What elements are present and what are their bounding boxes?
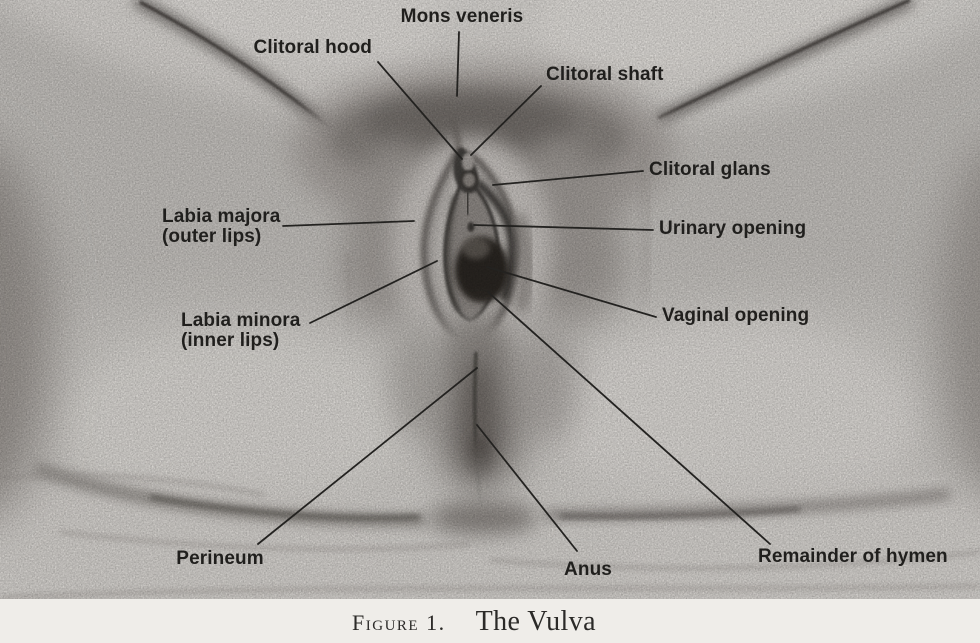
label-text: Clitoral shaft [546, 64, 664, 85]
label-text: Urinary opening [659, 218, 807, 239]
figure-number: Figure 1. [352, 610, 446, 635]
label-text: Anus [564, 559, 612, 580]
figure-label-labia-majora: Labia majora(outer lips) [162, 207, 322, 247]
leader-line-remainder-of-hymen [487, 291, 771, 545]
figure-label-clitoral-glans: Clitoral glans [649, 160, 819, 180]
label-subtext: (outer lips) [162, 226, 262, 247]
label-text: Clitoral hood [253, 37, 372, 58]
label-text: Mons veneris [400, 6, 524, 27]
label-text: Vaginal opening [662, 305, 810, 326]
figure-label-clitoral-shaft: Clitoral shaft [546, 65, 706, 85]
figure-label-remainder-of-hymen: Remainder of hymen [758, 547, 958, 567]
figure-caption: Figure 1. The Vulva [0, 606, 964, 638]
figure-label-mons-veneris: Mons veneris [382, 7, 542, 27]
figure-label-vaginal-opening: Vaginal opening [662, 306, 842, 326]
leader-line-perineum [257, 367, 478, 545]
leader-line-clitoral-glans [492, 170, 644, 186]
label-text: Clitoral glans [649, 159, 771, 180]
figure-label-labia-minora: Labia minora(inner lips) [181, 311, 341, 351]
figure-label-clitoral-hood: Clitoral hood [212, 38, 372, 58]
leader-line-clitoral-hood [377, 61, 463, 160]
label-text: Remainder of hymen [758, 546, 948, 567]
halftone-grain [0, 0, 980, 599]
label-text: Labia minora [181, 310, 301, 331]
leader-line-anus [476, 424, 578, 552]
figure-title: The Vulva [475, 606, 596, 637]
label-subtext: (inner lips) [181, 330, 280, 351]
label-text: Perineum [176, 548, 264, 569]
vulva-illustration [0, 0, 980, 599]
leader-line-labia-minora [309, 260, 438, 324]
leader-line-vaginal-opening [486, 266, 657, 318]
label-text: Labia majora [162, 206, 281, 227]
leader-line-labia-majora [282, 220, 415, 227]
leader-line-clitoral-shaft [470, 85, 542, 156]
figure-label-perineum: Perineum [160, 549, 280, 569]
leader-line-urinary-opening [473, 224, 654, 231]
figure-label-anus: Anus [548, 560, 628, 580]
figure-label-urinary-opening: Urinary opening [659, 219, 839, 239]
leader-line-mons-veneris [456, 31, 460, 97]
leader-lines [257, 31, 771, 552]
